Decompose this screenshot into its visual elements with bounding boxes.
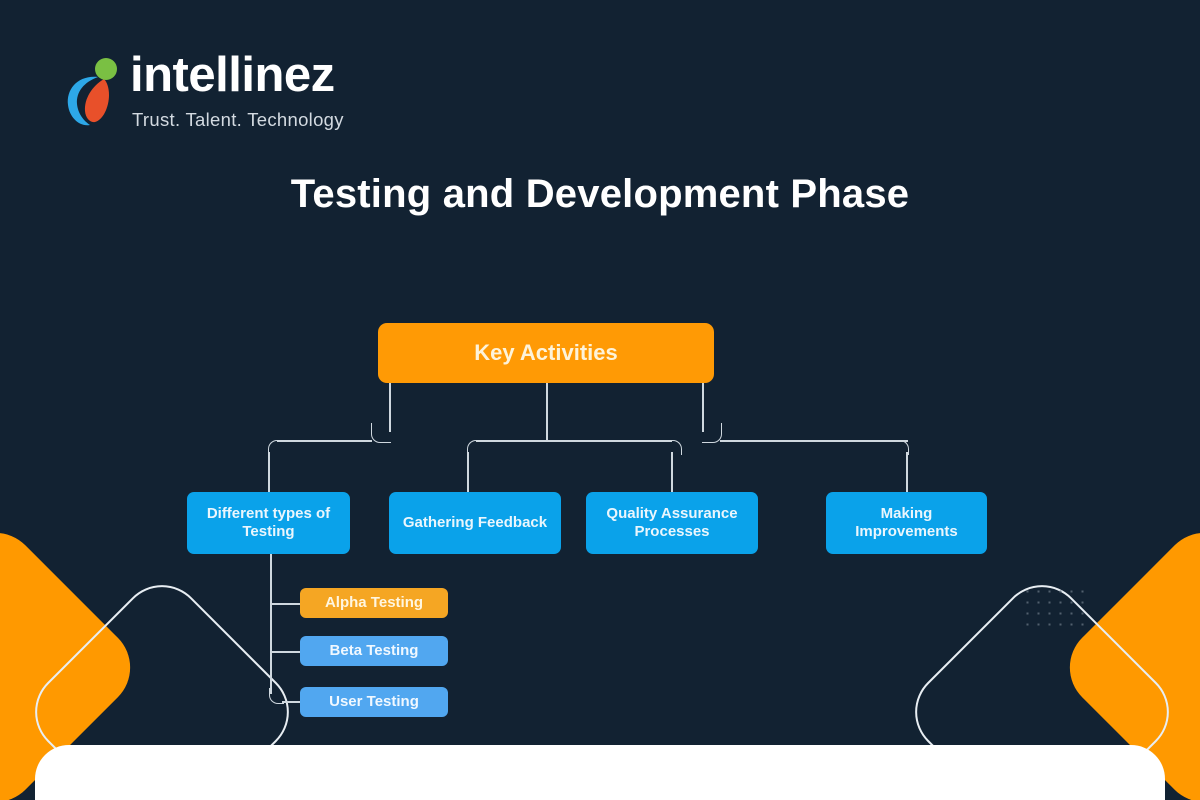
node-gathering-feedback-label: Gathering Feedback bbox=[402, 513, 548, 531]
connector-root-right-stem bbox=[702, 383, 704, 432]
connector-root-center-stem bbox=[546, 383, 548, 441]
connector-to-alpha-testing bbox=[271, 603, 301, 605]
connector-elbow-branch4 bbox=[898, 440, 909, 455]
orange-diamond-right-decoration bbox=[1052, 515, 1200, 800]
connector-root-left-stem bbox=[389, 383, 391, 432]
node-key-activities-label: Key Activities bbox=[474, 339, 618, 365]
connector-branch1-stem bbox=[268, 452, 270, 493]
orange-diamond-left-decoration bbox=[0, 515, 148, 800]
node-beta-testing[interactable]: Beta Testing bbox=[300, 636, 448, 666]
node-key-activities[interactable]: Key Activities bbox=[378, 323, 714, 383]
connector-branch2-stem bbox=[467, 452, 469, 493]
connector-subitems-trunk bbox=[270, 554, 272, 694]
connector-elbow-branch1 bbox=[268, 440, 279, 455]
node-user-testing[interactable]: User Testing bbox=[300, 687, 448, 717]
node-quality-assurance-processes-label: Quality Assurance Processes bbox=[606, 504, 738, 540]
logo-tagline: Trust. Talent. Technology bbox=[132, 109, 344, 130]
page-title: Testing and Development Phase bbox=[290, 172, 910, 216]
connector-to-beta-testing bbox=[271, 651, 301, 653]
connector-elbow-user-testing bbox=[269, 688, 284, 704]
node-alpha-testing-label: Alpha Testing bbox=[324, 593, 424, 611]
node-user-testing-label: User Testing bbox=[329, 692, 419, 710]
white-base-decoration bbox=[35, 745, 1165, 800]
connector-branch3-stem bbox=[671, 452, 673, 493]
node-quality-assurance-processes[interactable]: Quality Assurance Processes bbox=[586, 492, 758, 554]
logo-wordmark: intellinez bbox=[130, 48, 335, 102]
node-gathering-feedback[interactable]: Gathering Feedback bbox=[389, 492, 561, 554]
connector-branch4-stem bbox=[906, 452, 908, 493]
node-making-improvements-label: Making Improvements bbox=[855, 504, 958, 540]
intellinez-logo-mark-icon bbox=[64, 55, 124, 135]
dot-grid-decoration bbox=[1022, 586, 1084, 626]
outline-diamond-right-decoration bbox=[897, 567, 1187, 800]
connector-elbow-right bbox=[702, 423, 722, 443]
outline-diamond-left-decoration bbox=[17, 567, 307, 800]
node-alpha-testing[interactable]: Alpha Testing bbox=[300, 588, 448, 618]
connector-root-to-branch4-horizontal bbox=[720, 440, 908, 442]
node-different-types-of-testing[interactable]: Different types of Testing bbox=[187, 492, 350, 554]
node-different-types-of-testing-label: Different types of Testing bbox=[206, 504, 331, 540]
node-making-improvements[interactable]: Making Improvements bbox=[826, 492, 987, 554]
node-beta-testing-label: Beta Testing bbox=[329, 641, 419, 659]
connector-elbow-left bbox=[371, 423, 391, 443]
connector-center-crossbar bbox=[476, 440, 672, 442]
brand-logo: intellinez Trust. Talent. Technology bbox=[64, 51, 394, 145]
connector-elbow-branch2 bbox=[467, 440, 478, 455]
connector-to-user-testing bbox=[282, 701, 301, 703]
connector-elbow-branch3 bbox=[671, 440, 682, 455]
connector-root-to-branch1-horizontal bbox=[277, 440, 372, 442]
